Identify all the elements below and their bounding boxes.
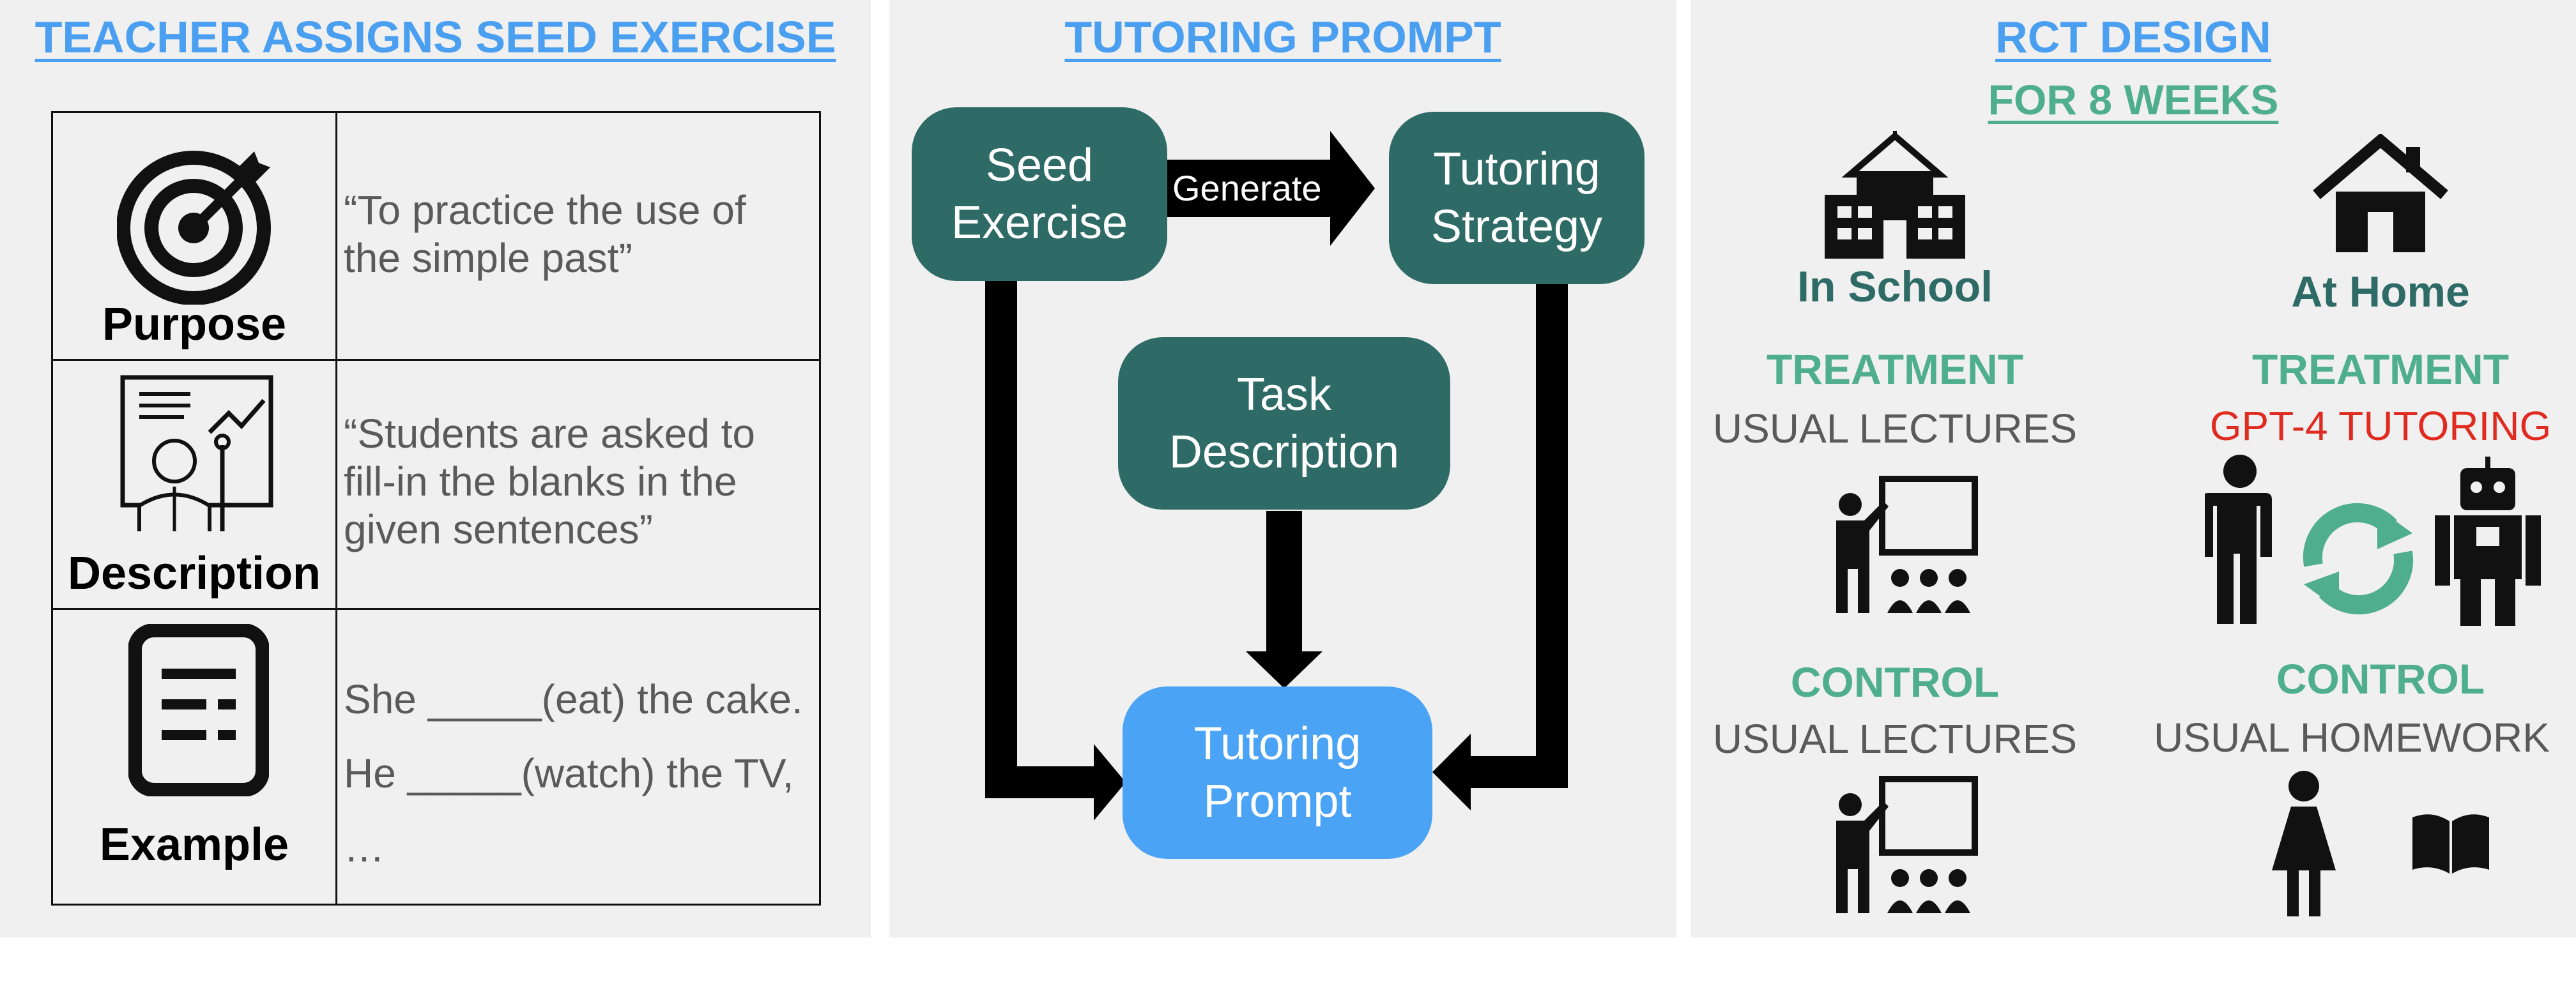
- school-treatment-label: TREATMENT: [1766, 345, 2024, 393]
- task-to-prompt-arrow: [1246, 511, 1322, 688]
- table-divider: [335, 113, 337, 904]
- text-line: the simple past”: [344, 235, 632, 281]
- home-treatment-text: GPT-4 TUTORING: [2209, 403, 2552, 449]
- seed-exercise-panel: TEACHER ASSIGNS SEED EXERCISE Purpose “T…: [0, 0, 871, 937]
- tutoring-prompt-panel: TUTORING PROMPT Seed Exercise Tutoring S…: [889, 0, 1676, 937]
- school-icon: [1825, 131, 1965, 259]
- example-text: She _____(eat) the cake. He _____(watch)…: [344, 662, 813, 884]
- robot-icon: [2435, 457, 2541, 626]
- target-icon: [117, 151, 271, 305]
- student-icon: [2205, 455, 2272, 624]
- tutoring-strategy-box: Tutoring Strategy: [1389, 112, 1644, 284]
- text-line: given sentences”: [344, 506, 653, 552]
- table-divider: [53, 359, 819, 361]
- teacher-board-icon: [120, 375, 273, 531]
- text-line: …: [344, 824, 385, 870]
- rct-design-title: RCT DESIGN: [1995, 12, 2271, 62]
- purpose-text: “To practice the use of the simple past”: [344, 186, 813, 282]
- home-treatment-label: TREATMENT: [2251, 345, 2510, 393]
- seed-exercise-title: TEACHER ASSIGNS SEED EXERCISE: [34, 12, 836, 62]
- student-female-icon: [2272, 771, 2336, 916]
- text-line: She _____(eat) the cake.: [344, 676, 803, 722]
- in-school-heading: In School: [1797, 262, 1993, 311]
- school-control-label: CONTROL: [1790, 658, 2000, 706]
- seed-exercise-box: Seed Exercise: [912, 107, 1167, 281]
- book-icon: [2412, 814, 2489, 874]
- home-control-text: USUAL HOMEWORK: [2154, 715, 2550, 761]
- rct-duration: FOR 8 WEEKS: [1988, 76, 2279, 123]
- refresh-icon: [2303, 503, 2414, 615]
- table-divider: [53, 608, 819, 610]
- generate-arrow: [1164, 131, 1375, 246]
- lecture-icon: [1836, 776, 1978, 913]
- tutoring-prompt-title: TUTORING PROMPT: [1064, 12, 1501, 62]
- flow-arrows: [985, 131, 1568, 821]
- row-label-description: Description: [67, 548, 321, 599]
- task-description-box: Task Description: [1118, 337, 1450, 510]
- document-icon: [128, 624, 269, 796]
- lecture-icon: [1836, 476, 1978, 613]
- seed-exercise-table: Purpose “To practice the use of the simp…: [51, 111, 821, 906]
- text-line: “Students are asked to: [344, 411, 755, 457]
- home-control-label: CONTROL: [2276, 655, 2485, 702]
- at-home-heading: At Home: [2291, 268, 2470, 316]
- rct-design-panel: RCT DESIGN FOR 8 WEEKS In School At Home…: [1690, 0, 2576, 937]
- school-control-text: USUAL LECTURES: [1712, 716, 2078, 762]
- house-icon: [2313, 134, 2448, 252]
- row-label-purpose: Purpose: [102, 299, 287, 350]
- school-treatment-text: USUAL LECTURES: [1712, 406, 2078, 451]
- generate-label: Generate: [1172, 168, 1322, 208]
- row-label-example: Example: [99, 819, 289, 870]
- description-text: “Students are asked to fill-in the blank…: [344, 410, 813, 554]
- strategy-to-prompt-arrow: [1432, 284, 1568, 810]
- text-line: “To practice the use of: [344, 187, 746, 233]
- text-line: He _____(watch) the TV,: [344, 750, 794, 796]
- seed-to-prompt-arrow: [985, 281, 1126, 821]
- tutoring-prompt-box: Tutoring Prompt: [1123, 686, 1432, 859]
- text-line: fill-in the blanks in the: [344, 459, 737, 504]
